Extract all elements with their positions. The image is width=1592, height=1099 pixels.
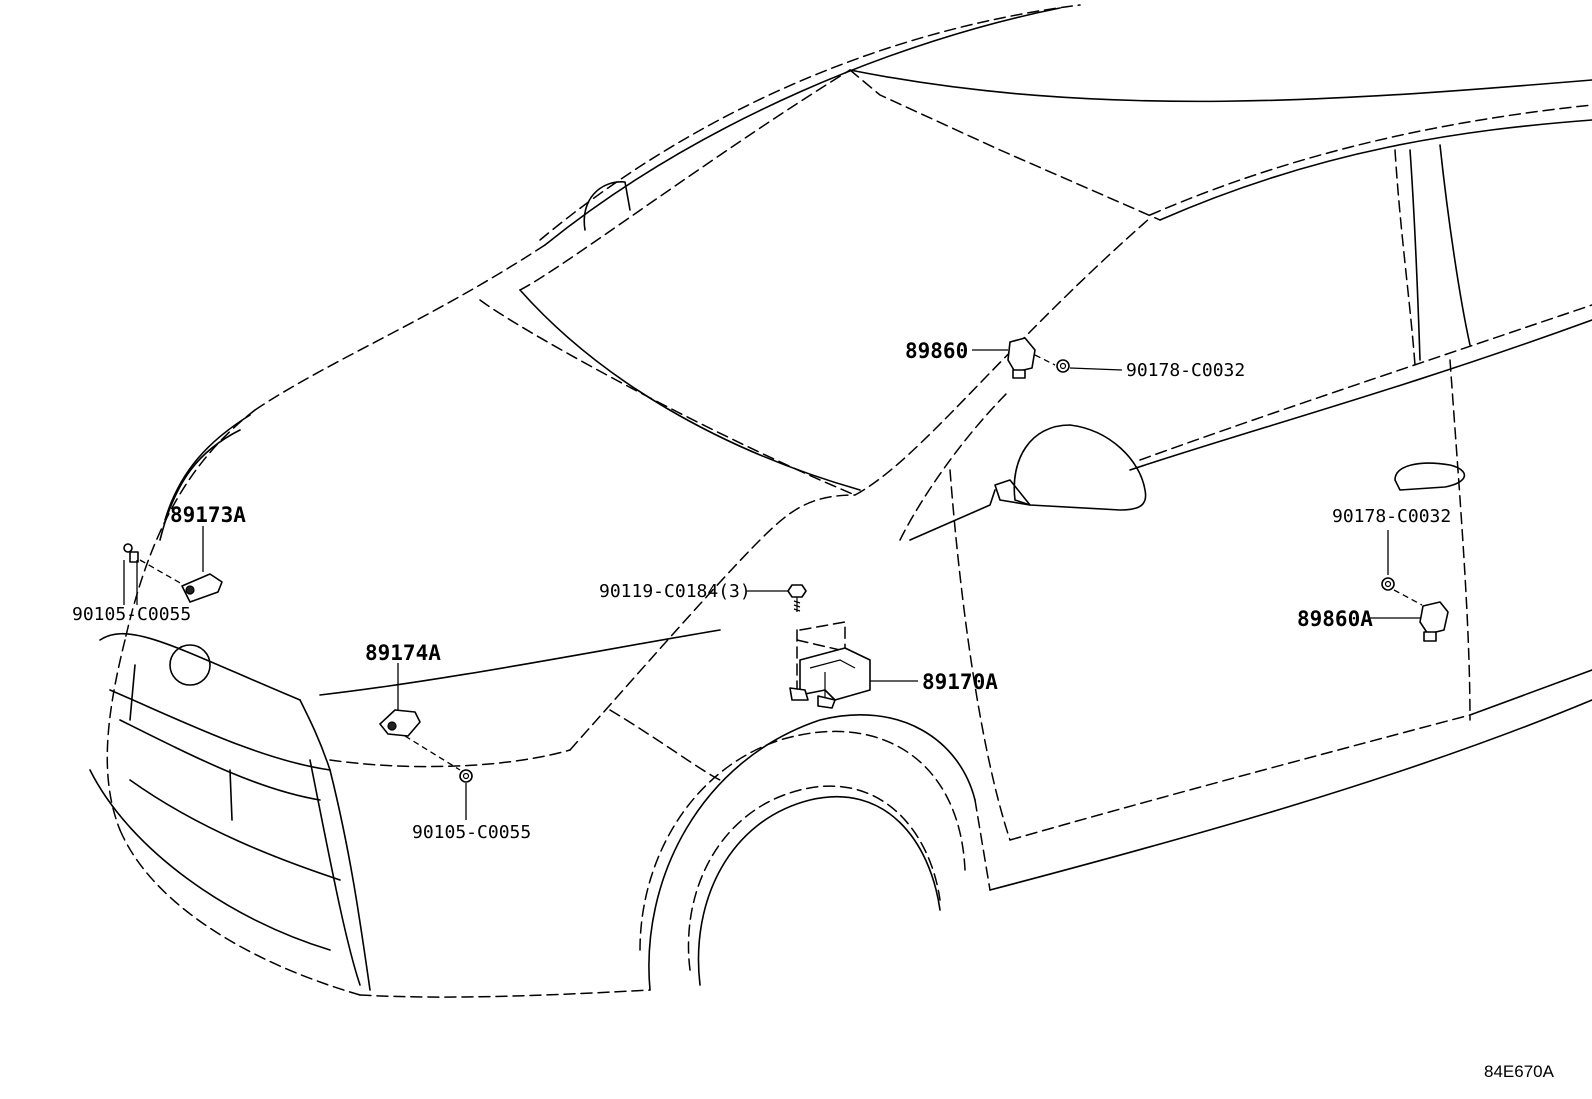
label-89170A: 89170A (922, 670, 998, 694)
label-89860A: 89860A (1297, 607, 1373, 631)
screw-90119 (747, 584, 807, 612)
car-body-outline (89, 4, 1592, 998)
label-90119: 90119-C0184(3) (599, 581, 751, 602)
nut-90178-upper (1056, 359, 1123, 373)
module-89170A (789, 621, 918, 709)
label-89860: 89860 (905, 339, 968, 363)
label-89173A: 89173A (170, 503, 246, 527)
sensor-89173A (139, 526, 223, 603)
sensor-89174A (379, 663, 461, 771)
nut-90178-right (1381, 530, 1423, 606)
sensor-89860A (1370, 601, 1449, 642)
sensor-89860 (972, 337, 1056, 379)
label-89174A: 89174A (365, 641, 441, 665)
label-90178-upper: 90178-C0032 (1126, 360, 1245, 381)
bolt-90105-left (123, 543, 139, 605)
label-90178-right: 90178-C0032 (1332, 506, 1451, 527)
drawing-code: 84E670A (1484, 1062, 1555, 1081)
label-90105-center: 90105-C0055 (412, 822, 531, 843)
bolt-90105-center (459, 769, 473, 820)
label-90105-left: 90105-C0055 (72, 604, 191, 625)
